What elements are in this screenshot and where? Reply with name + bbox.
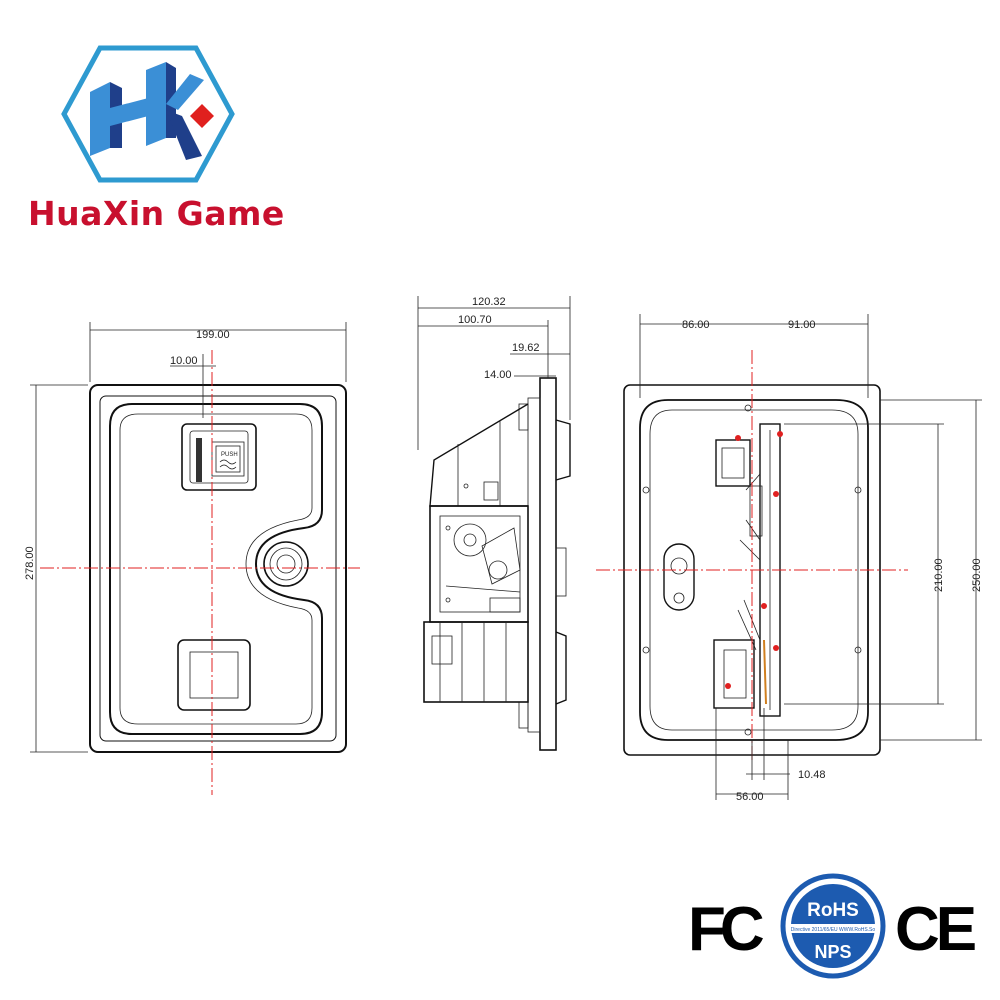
huaxin-logo-icon bbox=[61, 45, 235, 183]
push-label: PUSH bbox=[221, 452, 238, 458]
nps-mark: NPS bbox=[814, 942, 851, 962]
back-left-dim: 86.00 bbox=[682, 319, 710, 331]
brand-name: HuaXin Game bbox=[28, 194, 285, 233]
rohs-mark: RoHS bbox=[807, 900, 859, 921]
side-view: 120.32 100.70 19.62 14.00 bbox=[417, 296, 571, 751]
back-bottom-dim: 56.00 bbox=[736, 791, 764, 803]
front-offset-dim: 10.00 bbox=[170, 355, 198, 367]
side-flange-dim: 14.00 bbox=[484, 369, 512, 381]
side-plate-dim: 19.62 bbox=[512, 342, 540, 354]
rohs-directive: Directive 2011/65/EU WWW.RoHS.So bbox=[791, 927, 876, 933]
side-total-dim: 120.32 bbox=[472, 296, 506, 308]
back-view: 86.00 91.00 210.00 250.00 10.48 56.00 bbox=[596, 314, 983, 803]
back-outer-height-dim: 250.00 bbox=[971, 558, 983, 592]
certification-marks: FC RoHS Directive 2011/65/EU WWW.RoHS.So… bbox=[688, 873, 979, 979]
back-right-dim: 91.00 bbox=[788, 319, 816, 331]
back-inner-height-dim: 210.00 bbox=[933, 558, 945, 592]
front-view: PUSH 199.00 10.00 278.00 bbox=[24, 322, 360, 795]
side-body-dim: 100.70 bbox=[458, 314, 492, 326]
fc-mark: FC bbox=[688, 895, 764, 964]
back-small-dim: 10.48 bbox=[798, 769, 826, 781]
ce-mark: CE bbox=[895, 895, 975, 964]
front-width-dim: 199.00 bbox=[196, 329, 230, 341]
front-height-dim: 278.00 bbox=[24, 546, 36, 580]
